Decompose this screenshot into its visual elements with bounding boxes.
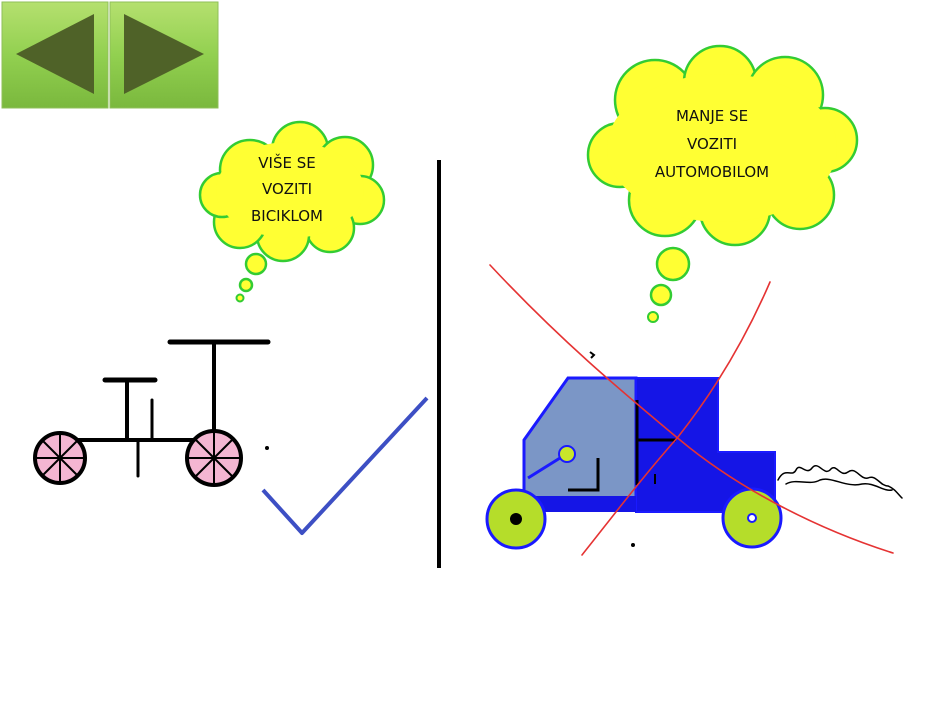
left-bubble-line-2: VOZITI: [262, 180, 312, 198]
cross-out-icon: [489, 264, 894, 556]
bicycle-rear-wheel: [33, 431, 87, 485]
car-rear-wheel: [485, 488, 547, 550]
forward-button[interactable]: [109, 1, 219, 109]
left-thought-bubble: VIŠE SE VOZITI BICIKLOM: [198, 120, 386, 303]
right-thought-bubble: MANJE SE VOZITI AUTOMOBILOM: [586, 44, 859, 323]
thought-dot: [649, 283, 673, 307]
stray-dot: [631, 543, 635, 547]
stray-mark: [589, 351, 596, 359]
left-bubble-line-1: VIŠE SE: [258, 153, 315, 172]
thought-dot: [235, 293, 245, 303]
right-bubble-line-1: MANJE SE: [676, 107, 748, 125]
left-bubble-line-3: BICIKLOM: [251, 207, 323, 225]
exhaust-smoke: [777, 465, 903, 499]
triangle-left-icon: [16, 14, 94, 94]
thought-dot: [647, 311, 659, 323]
thought-dot: [655, 246, 691, 282]
back-button[interactable]: [1, 1, 109, 109]
car-front-wheel: [721, 487, 783, 549]
checkmark-icon: [261, 396, 429, 535]
thought-dot: [244, 252, 268, 276]
bicycle-drawing: [33, 339, 271, 487]
right-bubble-line-3: AUTOMOBILOM: [655, 163, 769, 181]
bicycle-front-wheel: [185, 429, 243, 487]
triangle-right-icon: [124, 14, 204, 94]
right-bubble-line-2: VOZITI: [687, 135, 737, 153]
stray-dot: [265, 446, 269, 450]
thought-dot: [238, 277, 254, 293]
car-drawing: [485, 376, 783, 550]
